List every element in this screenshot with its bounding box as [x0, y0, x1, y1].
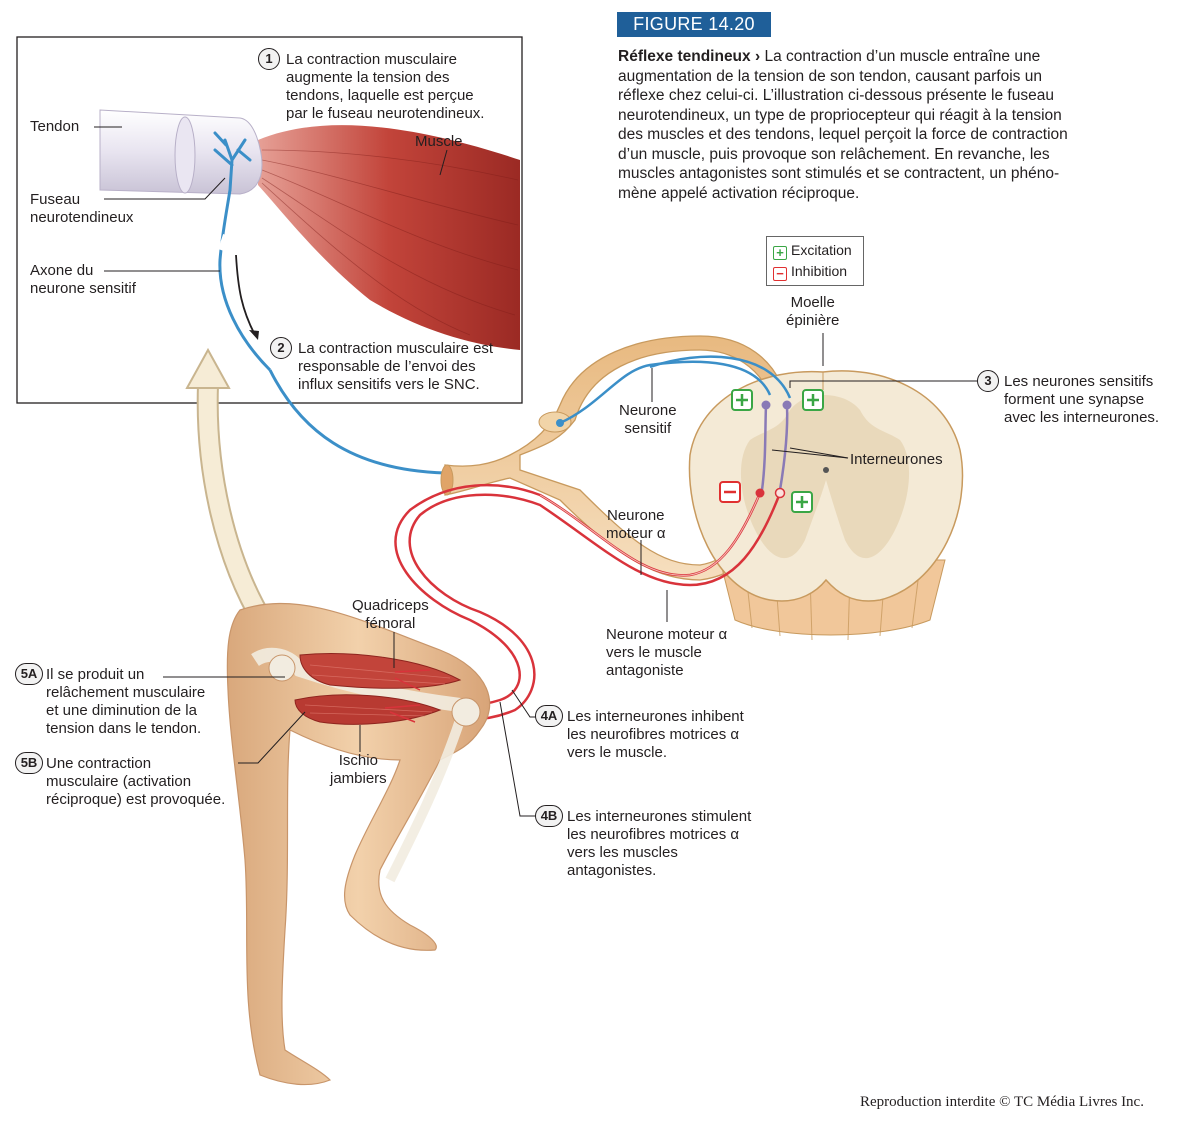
step-4a-text: Les interneurones inhibent les neurofibr…: [567, 708, 744, 761]
legend-excitation-label: Excitation: [791, 242, 852, 258]
label-tendon: Tendon: [30, 118, 80, 135]
step-5b-text: Une contraction musculaire (activation r…: [46, 755, 226, 808]
golgi-organ: [213, 131, 252, 192]
muscle-fan: [258, 125, 520, 350]
label-neurone-moteur: Neurone moteur α: [606, 507, 666, 542]
label-muscle: Muscle: [415, 133, 463, 150]
step-5a-marker: 5A: [15, 663, 43, 685]
figure-number: FIGURE 14.20: [617, 12, 771, 37]
label-ischio: Ischio jambiers: [330, 752, 387, 787]
motor-nerve-b: [408, 492, 782, 721]
leg-figure: [226, 603, 491, 1086]
step-3-marker: 3: [977, 370, 999, 392]
flow-arrow: [235, 254, 256, 336]
title-arrow: ›: [754, 48, 761, 65]
cord-markers: [719, 389, 824, 513]
label-moelle: Moelle épinière: [786, 294, 840, 329]
copyright: Reproduction interdite © TC Média Livres…: [860, 1094, 1144, 1110]
label-fuseau: Fuseau neurotendineux: [30, 191, 134, 226]
legend-inhibition-label: Inhibition: [791, 263, 848, 279]
step-1-marker: 1: [258, 48, 280, 70]
interneurone-paths: [760, 404, 789, 491]
step-2-text: La contraction musculaire est responsabl…: [298, 340, 494, 393]
step-5b-marker: 5B: [15, 752, 43, 774]
step-4b-text: Les interneurones stimulent les neurofib…: [567, 808, 752, 879]
step-2-marker: 2: [270, 337, 292, 359]
step-5a-text: Il se produit un relâchement musculaire …: [46, 666, 206, 737]
label-quadriceps: Quadriceps fémoral: [352, 597, 429, 632]
gray-matter: [740, 395, 910, 559]
inset-sensory-axon: [218, 189, 272, 372]
legend: + Excitation −Inhibition: [766, 236, 864, 286]
label-neurone-moteur-antagoniste: Neurone moteur α vers le muscle antagoni…: [606, 626, 728, 679]
figure-caption: Réflexe tendineux › La contraction d’un …: [618, 47, 1138, 203]
step-1-text: La contraction musculaire augmente la te…: [286, 51, 485, 122]
minus-icon: −: [773, 267, 787, 281]
step-4a-marker: 4A: [535, 705, 563, 727]
label-axone: Axone du neurone sensitif: [30, 262, 136, 297]
step-4b-marker: 4B: [535, 805, 563, 827]
label-interneurones: Interneurones: [850, 451, 943, 468]
label-neurone-sensitif: Neurone sensitif: [619, 402, 677, 437]
plus-icon: +: [773, 246, 787, 260]
step-3-text: Les neurones sensitifs forment une synap…: [1004, 373, 1160, 426]
figure-description: La contraction d’un muscle entraîne une …: [618, 48, 1068, 202]
sensory-nerve: [268, 369, 446, 475]
legend-excitation: + Excitation: [773, 241, 852, 260]
figure-title: Réflexe tendineux: [618, 48, 751, 65]
quadriceps: [299, 653, 462, 689]
spinal-cord-section: [688, 370, 964, 602]
legend-inhibition: −Inhibition: [773, 262, 848, 281]
